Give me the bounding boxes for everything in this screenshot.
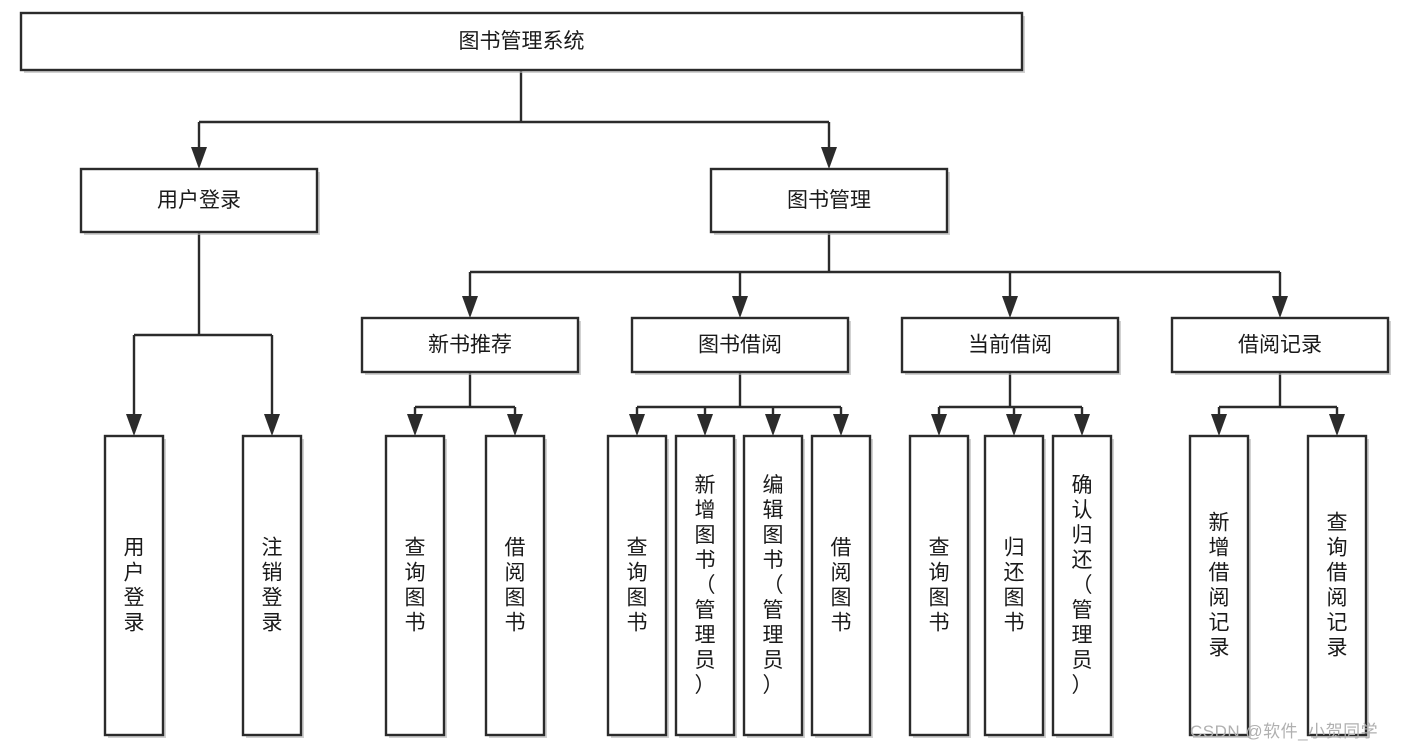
arrow-head-icon bbox=[1211, 414, 1227, 436]
arrow-head-icon bbox=[833, 414, 849, 436]
connector-group bbox=[407, 372, 523, 436]
connector-group bbox=[629, 372, 849, 436]
node-rect[interactable] bbox=[360, 316, 580, 374]
connector-layer bbox=[126, 70, 1345, 436]
arrow-head-icon bbox=[1006, 414, 1022, 436]
node-leaf-query-book-cur[interactable]: 查询图书 bbox=[908, 434, 971, 738]
arrow-head-icon bbox=[407, 414, 423, 436]
connector-group bbox=[462, 232, 1288, 318]
node-rect[interactable] bbox=[742, 434, 804, 737]
node-leaf-query-book-rec[interactable]: 查询图书 bbox=[384, 434, 447, 738]
node-rect[interactable] bbox=[606, 434, 668, 737]
node-rect[interactable] bbox=[810, 434, 872, 737]
connector-group bbox=[1211, 372, 1345, 436]
node-rect[interactable] bbox=[241, 434, 303, 737]
node-label: 当前借阅 bbox=[968, 334, 1052, 357]
node-rect[interactable] bbox=[630, 316, 850, 374]
node-rect[interactable] bbox=[1170, 316, 1390, 374]
node-label: 新书推荐 bbox=[428, 334, 512, 357]
arrow-head-icon bbox=[507, 414, 523, 436]
node-rect[interactable] bbox=[709, 167, 949, 234]
arrow-head-icon bbox=[765, 414, 781, 436]
arrow-head-icon bbox=[126, 414, 142, 436]
node-leaf-user-login[interactable]: 用户登录 bbox=[103, 434, 166, 738]
node-layer: 图书管理系统用户登录图书管理新书推荐图书借阅当前借阅借阅记录用户登录注销登录查询… bbox=[19, 11, 1391, 738]
node-label: 图书借阅 bbox=[698, 334, 782, 357]
arrow-head-icon bbox=[264, 414, 280, 436]
node-rect[interactable] bbox=[674, 434, 736, 737]
arrow-head-icon bbox=[1272, 296, 1288, 318]
node-label: 新增图书（管理员） bbox=[695, 474, 716, 697]
node-label: 借阅记录 bbox=[1238, 334, 1322, 357]
node-label: 查询借阅记录 bbox=[1327, 512, 1348, 660]
connector-group bbox=[126, 232, 280, 436]
node-label: 新增借阅记录 bbox=[1209, 512, 1230, 660]
node-book-borrow[interactable]: 图书借阅 bbox=[630, 316, 851, 375]
node-leaf-add-book[interactable]: 新增图书（管理员） bbox=[674, 434, 737, 738]
node-rect[interactable] bbox=[908, 434, 970, 737]
node-label: 图书管理 bbox=[787, 189, 871, 212]
node-rect[interactable] bbox=[983, 434, 1045, 737]
arrow-head-icon bbox=[732, 296, 748, 318]
connector-group bbox=[191, 70, 837, 169]
node-rect[interactable] bbox=[484, 434, 546, 737]
node-label: 借阅图书 bbox=[505, 537, 526, 635]
arrow-head-icon bbox=[821, 147, 837, 169]
node-label: 查询图书 bbox=[627, 537, 648, 635]
node-current-borrow[interactable]: 当前借阅 bbox=[900, 316, 1121, 375]
connector-group bbox=[931, 372, 1090, 436]
node-label: 确认归还（管理员） bbox=[1072, 474, 1093, 697]
arrow-head-icon bbox=[1074, 414, 1090, 436]
node-root[interactable]: 图书管理系统 bbox=[19, 11, 1025, 73]
node-leaf-user-logout[interactable]: 注销登录 bbox=[241, 434, 304, 738]
node-leaf-borrow-book[interactable]: 借阅图书 bbox=[810, 434, 873, 738]
node-rect[interactable] bbox=[79, 167, 319, 234]
node-label: 图书管理系统 bbox=[459, 30, 585, 53]
node-rect[interactable] bbox=[19, 11, 1024, 72]
node-rect[interactable] bbox=[384, 434, 446, 737]
node-leaf-query-record[interactable]: 查询借阅记录 bbox=[1306, 434, 1369, 738]
arrow-head-icon bbox=[191, 147, 207, 169]
node-leaf-confirm-return[interactable]: 确认归还（管理员） bbox=[1051, 434, 1114, 738]
node-label: 归还图书 bbox=[1004, 537, 1025, 635]
node-leaf-borrow-book-rec[interactable]: 借阅图书 bbox=[484, 434, 547, 738]
node-borrow-record[interactable]: 借阅记录 bbox=[1170, 316, 1391, 375]
node-rect[interactable] bbox=[900, 316, 1120, 374]
node-leaf-add-record[interactable]: 新增借阅记录 bbox=[1188, 434, 1251, 738]
node-leaf-return-book[interactable]: 归还图书 bbox=[983, 434, 1046, 738]
node-user-login[interactable]: 用户登录 bbox=[79, 167, 320, 235]
node-rect[interactable] bbox=[103, 434, 165, 737]
node-label: 注销登录 bbox=[262, 537, 283, 635]
arrow-head-icon bbox=[629, 414, 645, 436]
node-label: 查询图书 bbox=[405, 537, 426, 635]
arrow-head-icon bbox=[1329, 414, 1345, 436]
node-rect[interactable] bbox=[1188, 434, 1250, 737]
node-book-management[interactable]: 图书管理 bbox=[709, 167, 950, 235]
node-label: 用户登录 bbox=[124, 537, 145, 635]
node-label: 编辑图书（管理员） bbox=[763, 474, 784, 697]
node-leaf-edit-book[interactable]: 编辑图书（管理员） bbox=[742, 434, 805, 738]
node-rect[interactable] bbox=[1306, 434, 1368, 737]
node-label: 借阅图书 bbox=[831, 537, 852, 635]
node-label: 用户登录 bbox=[157, 189, 241, 212]
node-new-book-recommend[interactable]: 新书推荐 bbox=[360, 316, 581, 375]
node-rect[interactable] bbox=[1051, 434, 1113, 737]
node-label: 查询图书 bbox=[929, 537, 950, 635]
arrow-head-icon bbox=[697, 414, 713, 436]
arrow-head-icon bbox=[462, 296, 478, 318]
node-leaf-query-book-borrow[interactable]: 查询图书 bbox=[606, 434, 669, 738]
arrow-head-icon bbox=[931, 414, 947, 436]
arrow-head-icon bbox=[1002, 296, 1018, 318]
